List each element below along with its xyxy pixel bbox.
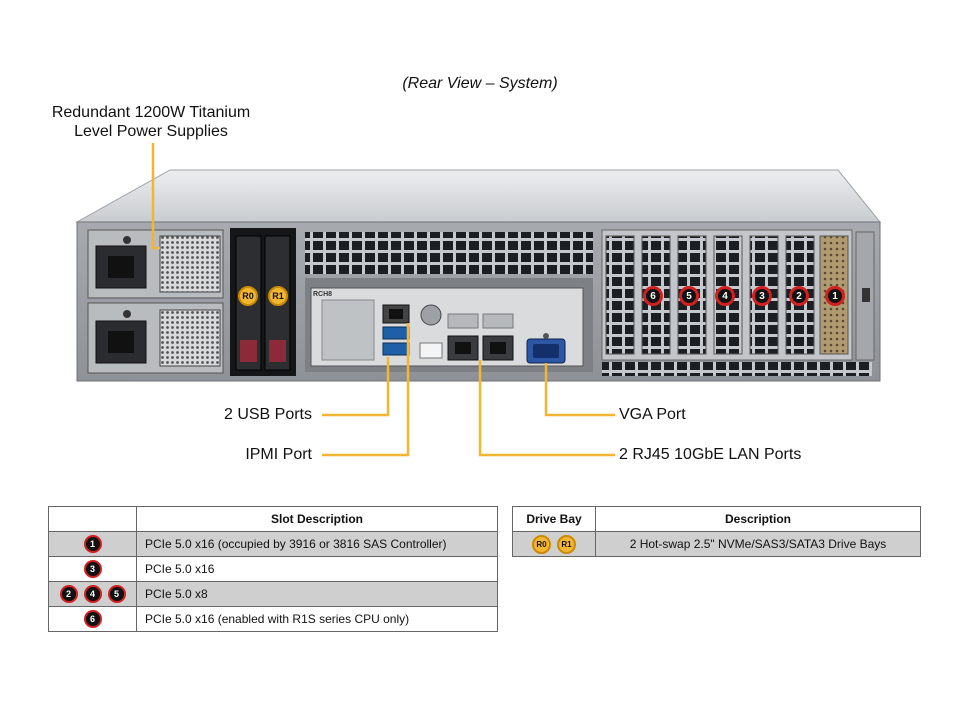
slot-badge-6: 6 bbox=[643, 286, 663, 306]
drive-table-header-bay: Drive Bay bbox=[512, 506, 596, 532]
slot-row-desc: PCIe 5.0 x16 (enabled with R1S series CP… bbox=[136, 606, 498, 632]
table-row: 3 PCIe 5.0 x16 bbox=[48, 556, 498, 582]
slot-row-desc: PCIe 5.0 x16 (occupied by 3916 or 3816 S… bbox=[136, 531, 498, 557]
slot-row-badge: 4 bbox=[83, 585, 102, 603]
table-row: 2 4 5 PCIe 5.0 x8 bbox=[48, 581, 498, 607]
chassis-top bbox=[75, 169, 882, 223]
slot-row-badge: 3 bbox=[83, 560, 102, 578]
drive-row-badge: R0 bbox=[532, 534, 551, 554]
lan-callout-label: 2 RJ45 10GbE LAN Ports bbox=[619, 446, 802, 463]
slot-row-badge: 2 bbox=[59, 585, 78, 603]
drive-table-header-desc: Description bbox=[595, 506, 921, 532]
io-shield-label: RCH8 bbox=[313, 291, 333, 298]
slot-row-badge: 5 bbox=[107, 585, 126, 603]
drive-row-desc: 2 Hot-swap 2.5" NVMe/SAS3/SATA3 Drive Ba… bbox=[595, 531, 921, 557]
table-row: R0 R1 2 Hot-swap 2.5" NVMe/SAS3/SATA3 Dr… bbox=[512, 531, 921, 557]
ipmi-callout-label: IPMI Port bbox=[245, 446, 312, 463]
psu-2 bbox=[87, 302, 224, 374]
io-shield bbox=[305, 278, 593, 372]
lan-callout-line bbox=[478, 360, 615, 457]
psu-callout-line2: Level Power Supplies bbox=[74, 123, 228, 140]
psu-callout-label: Redundant 1200W Titanium Level Power Sup… bbox=[40, 103, 262, 141]
callout-lines bbox=[151, 143, 615, 457]
slot-badge-1: 1 bbox=[825, 286, 845, 306]
slot-table-header: Slot Description bbox=[136, 506, 498, 532]
usb-callout-label: 2 USB Ports bbox=[223, 406, 312, 423]
ipmi-callout-line bbox=[322, 323, 410, 457]
slot-row-desc: PCIe 5.0 x8 bbox=[136, 581, 498, 607]
slot-row-badge: 6 bbox=[83, 610, 102, 628]
psu-1 bbox=[87, 229, 224, 299]
slot-badge-2: 2 bbox=[789, 286, 809, 306]
view-title: (Rear View – System) bbox=[402, 75, 558, 92]
psu-callout-line bbox=[151, 143, 160, 250]
usb-callout-line bbox=[322, 357, 390, 417]
slot-badge-3: 3 bbox=[752, 286, 772, 306]
drive-bay-table: Drive Bay Description R0 R1 2 Hot-swap 2… bbox=[512, 506, 921, 557]
psu-callout-line1: Redundant 1200W Titanium bbox=[51, 104, 251, 121]
vga-callout-line bbox=[544, 363, 615, 417]
table-row: 6 PCIe 5.0 x16 (enabled with R1S series … bbox=[48, 606, 498, 632]
slot-description-table: Slot Description 1 PCIe 5.0 x16 (occupie… bbox=[48, 506, 498, 632]
slot-row-badge: 1 bbox=[83, 535, 102, 553]
slot-table-header-row: Slot Description bbox=[48, 506, 498, 532]
vent-grid bbox=[305, 232, 593, 274]
slot-badge-5: 5 bbox=[679, 286, 699, 306]
drive-bay-badge-r1: R1 bbox=[268, 286, 288, 306]
drive-bay-badge-r0: R0 bbox=[238, 286, 258, 306]
vga-callout-label: VGA Port bbox=[619, 406, 686, 423]
drive-row-badge: R1 bbox=[557, 534, 576, 554]
drive-table-header-row: Drive Bay Description bbox=[512, 506, 921, 532]
slot-table-header-empty bbox=[48, 506, 137, 532]
slot-badge-4: 4 bbox=[715, 286, 735, 306]
slot-row-desc: PCIe 5.0 x16 bbox=[136, 556, 498, 582]
table-row: 1 PCIe 5.0 x16 (occupied by 3916 or 3816… bbox=[48, 531, 498, 557]
